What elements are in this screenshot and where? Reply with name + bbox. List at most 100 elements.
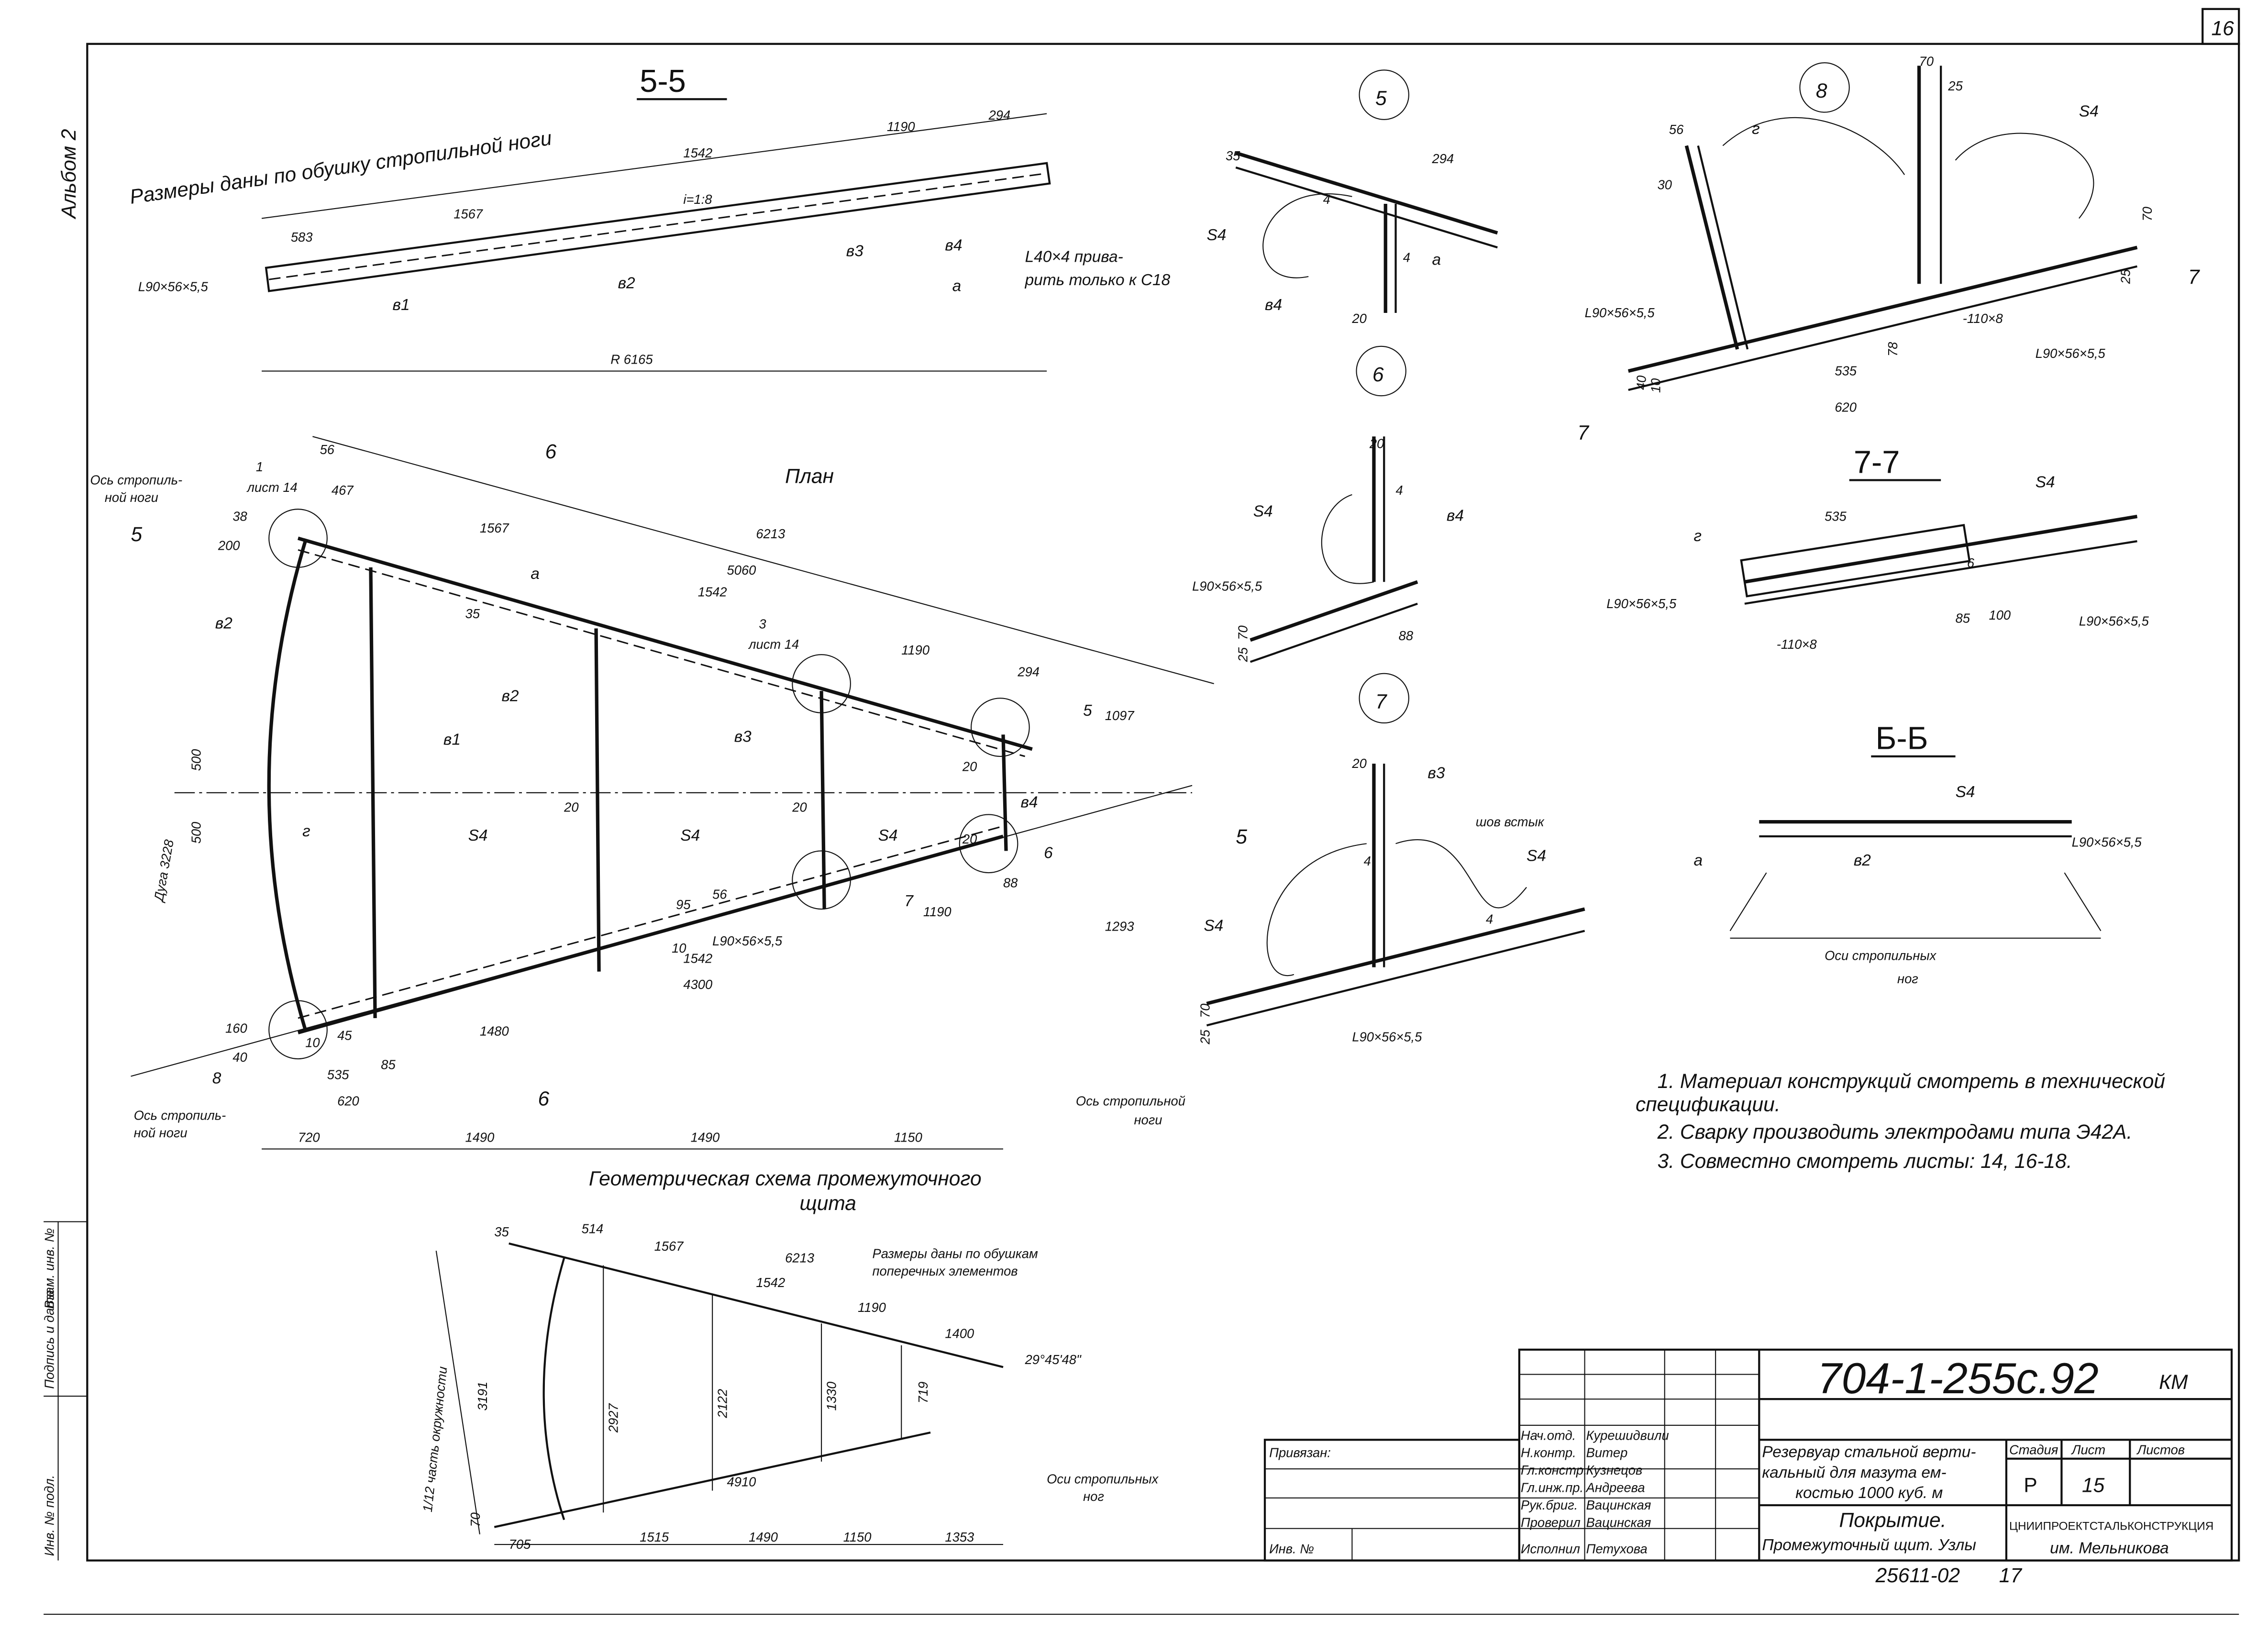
- seam-label: шов встык: [1476, 814, 1545, 829]
- dim-label: 4: [1403, 250, 1410, 265]
- part-label: в4: [1020, 793, 1038, 811]
- detail-6: 6 20 25 70 88 4 S4 в4 L90×56×5,5: [1192, 345, 1464, 663]
- section-title: 5-5: [640, 63, 686, 99]
- axis-label: Оси стропильных: [1825, 948, 1937, 963]
- part-label: в2: [1854, 852, 1871, 869]
- part-label: в3: [846, 242, 863, 260]
- dim-label: 35: [465, 606, 480, 621]
- dim-label: 25: [1236, 647, 1250, 662]
- detail-7: 7 20 25 70 4 4 в3 шов встык S4 S4 L90×56…: [1076, 673, 1585, 1127]
- part-label: г: [1752, 120, 1759, 138]
- dim-label: 25: [1947, 78, 1963, 93]
- part-label: в2: [618, 274, 635, 292]
- plan-view: План 56 467 1567 6213 5060 1542 1190 294…: [90, 436, 1247, 1150]
- dim-label: 85: [381, 1057, 396, 1072]
- axis-label: ног: [1897, 971, 1918, 986]
- dim-label: 88: [1399, 628, 1414, 643]
- name: Курешидвили: [1586, 1428, 1669, 1443]
- role: Нач.отд.: [1521, 1428, 1576, 1443]
- ref-label: 1: [256, 459, 263, 474]
- sheet-label: S4: [2036, 474, 2055, 491]
- dim-label: 1293: [1105, 919, 1134, 934]
- axis-label: ной ноги: [105, 490, 158, 505]
- sheet-label: S4: [1206, 226, 1226, 244]
- weld-note: L40×4 прива-: [1025, 248, 1123, 266]
- dim-label: 1330: [824, 1382, 839, 1411]
- dim-label: 1542: [683, 951, 712, 966]
- dim-label: 294: [1432, 151, 1454, 166]
- sheet-frame: 16 Альбом 2 Инв. № подл. Подпись и дата …: [42, 8, 2240, 1615]
- section-5-5: 5-5 Размеры даны по обушку стропильной н…: [128, 63, 1171, 372]
- dim-label: 5060: [727, 563, 756, 577]
- ref-label: лист 14: [246, 480, 298, 495]
- dim-label: 1190: [901, 643, 929, 657]
- note-line: 1. Материал конструкций смотреть в техни…: [1658, 1070, 2165, 1093]
- part-label: г: [302, 822, 310, 840]
- arc-length-label: Дуга 3228: [151, 838, 177, 904]
- dim-label: 294: [988, 108, 1011, 122]
- sheet-label: S4: [468, 827, 488, 844]
- dim-label: 500: [188, 822, 203, 844]
- angle-label: L90×56×5,5: [712, 933, 783, 948]
- dim-label: 56: [320, 442, 335, 457]
- note-line: 3. Совместно смотреть листы: 14, 16-18.: [1658, 1150, 2072, 1173]
- scheme-note: поперечных элементов: [872, 1264, 1018, 1278]
- dim-label: 1480: [480, 1023, 509, 1038]
- angle-label: L90×56×5,5: [138, 279, 209, 294]
- name: Кузнецов: [1586, 1463, 1643, 1477]
- dim-label: 4910: [727, 1475, 756, 1489]
- role: Рук.бриг.: [1521, 1498, 1578, 1512]
- sheet-number: 15: [2082, 1474, 2105, 1497]
- dim-label: 4300: [683, 977, 712, 992]
- signatures-table: Нач.отд. Н.контр. Гл.констр. Гл.инж.пр. …: [1521, 1428, 1669, 1556]
- dim-label: 4: [1364, 854, 1371, 868]
- dim-label: 100: [1989, 608, 2011, 622]
- stamp-number: 25611-02: [1875, 1564, 1960, 1587]
- dim-label: 10: [1648, 378, 1663, 393]
- dim-label: 70: [1236, 625, 1250, 640]
- scheme-title: Геометрическая схема промежуточного: [589, 1167, 982, 1190]
- dim-label: 6213: [756, 526, 785, 541]
- side-label: Инв. № подл.: [42, 1475, 56, 1556]
- dim-label: 38: [232, 509, 247, 524]
- scheme-title: щита: [800, 1192, 856, 1215]
- dim-label: 29°45'48": [1025, 1352, 1082, 1367]
- dim-label: 1097: [1105, 708, 1135, 723]
- sheet-label: S4: [1956, 783, 1975, 801]
- axis-label: ног: [1083, 1489, 1104, 1504]
- stamp-page: 17: [1999, 1564, 2023, 1587]
- dim-label: 1190: [887, 119, 915, 134]
- axis-label: ной ноги: [134, 1125, 188, 1140]
- slope-label: i=1:8: [683, 192, 712, 207]
- dimension-labels: 583 1567 1542 1190 294 R 6165 i=1:8: [291, 108, 1010, 367]
- sheet-title: Промежуточный щит. Узлы: [1762, 1536, 1976, 1554]
- sheet-label: S4: [2079, 103, 2099, 121]
- dim-label: 70: [2140, 207, 2155, 221]
- name: Петухова: [1586, 1541, 1648, 1556]
- general-notes: 1. Материал конструкций смотреть в техни…: [1636, 1070, 2165, 1173]
- dim-label: 25: [2118, 269, 2133, 284]
- dim-label: 535: [1835, 364, 1857, 378]
- detail-8: 8 70 25 56 30 535 620 40 10 70 25 78 г S…: [1577, 54, 2200, 444]
- role: Н.контр.: [1521, 1445, 1576, 1460]
- album-label: Альбом 2: [57, 129, 80, 220]
- sheet-corner-number: 16: [2211, 17, 2234, 40]
- dim-label: 35: [494, 1224, 509, 1239]
- cut-mark: 5: [131, 523, 143, 546]
- plan-title: План: [785, 465, 834, 488]
- axis-label: Ось стропиль-: [90, 473, 182, 488]
- role: Гл.констр.: [1521, 1463, 1587, 1477]
- geometric-scheme: Геометрическая схема промежуточного щита…: [420, 1167, 1159, 1552]
- angle-label: L90×56×5,5: [2079, 613, 2149, 628]
- detail-number: 8: [1816, 79, 1827, 102]
- dim-label: 88: [1003, 875, 1018, 890]
- dim-label: 1490: [465, 1130, 495, 1144]
- node-ref: 7: [904, 892, 914, 910]
- dim-label: 705: [509, 1537, 531, 1552]
- node-ref: 5: [1083, 702, 1092, 720]
- detail-5: 5 35 294 20 4 4 S4 в4 а: [1206, 69, 1498, 326]
- weld-note: рить только к С18: [1025, 271, 1171, 289]
- dim-label: 40: [232, 1050, 247, 1065]
- cut-mark: 6: [545, 440, 557, 463]
